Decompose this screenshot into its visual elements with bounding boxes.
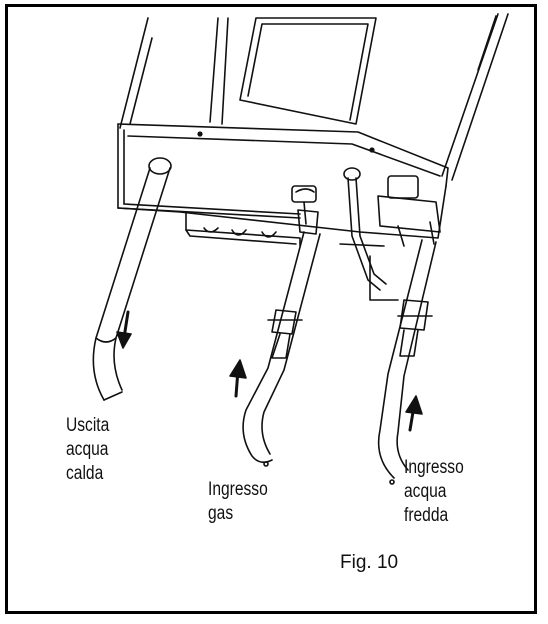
cold-water-pipe — [343, 167, 441, 485]
cold-water-inlet-label-line-3: fredda — [404, 505, 449, 526]
hot-water-outlet-label: Uscita acqua calda — [66, 414, 109, 486]
cold-water-inlet-label-line-2: acqua — [404, 481, 447, 502]
cold-water-inlet-label-line-1: Ingresso — [404, 457, 464, 478]
gas-inlet-label: Ingresso gas — [208, 478, 268, 526]
boiler-body — [117, 13, 509, 239]
cold-water-inlet-label: Ingresso acqua fredda — [404, 456, 464, 528]
wall-bracket — [185, 211, 385, 247]
gas-pipe — [229, 185, 321, 467]
hot-water-outlet-label-line-3: calda — [66, 463, 104, 484]
gas-inlet-label-line-2: gas — [208, 503, 234, 524]
hot-water-pipe — [92, 157, 172, 401]
figure-frame — [5, 4, 537, 614]
hot-water-outlet-label-line-2: acqua — [66, 439, 109, 460]
figure-caption: Fig. 10 — [340, 552, 399, 573]
gas-inlet-label-line-1: Ingresso — [208, 479, 268, 500]
hot-water-outlet-label-line-1: Uscita — [66, 415, 110, 436]
